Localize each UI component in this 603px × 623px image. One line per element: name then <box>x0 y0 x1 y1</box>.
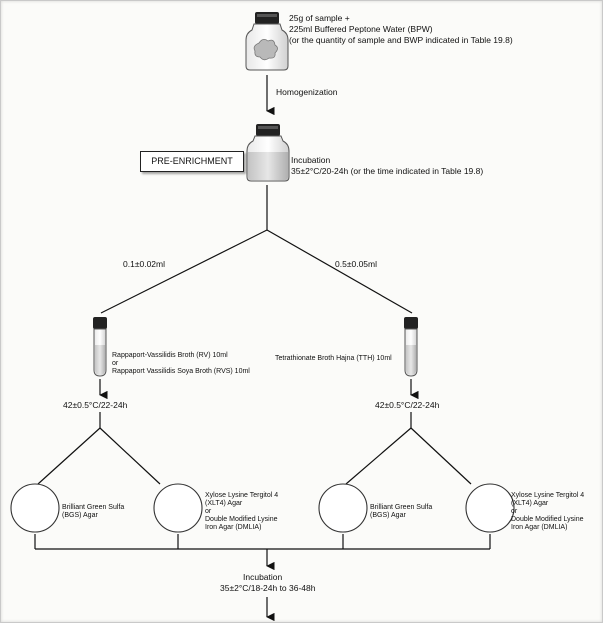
xlt4-right-line-2: (XLT4) Agar <box>511 500 549 507</box>
right-branch-a <box>345 427 412 485</box>
sample-line-2: 225ml Buffered Peptone Water (BPW) <box>289 24 433 34</box>
left-volume-label: 0.1±0.02ml <box>123 259 165 269</box>
tth-broth-label: Tetrathionate Broth Hajna (TTH) 10ml <box>275 355 392 362</box>
right-volume-label: 0.5±0.05ml <box>335 259 377 269</box>
pre-incubation-title: Incubation <box>291 155 331 165</box>
xlt4-right-line-3: or <box>511 508 518 515</box>
rv-broth-line-3: Rappaport Vassilidis Soya Broth (RVS) 10… <box>112 368 250 375</box>
xlt4-plate-right-icon <box>465 483 515 533</box>
xlt4-right-line-1: Xylose Lysine Tergitol 4 <box>511 492 585 499</box>
bgs-left-line-1: Brilliant Green Sulfa <box>62 504 125 511</box>
xlt4-right-line-5: Iron Agar (DMLIA) <box>511 524 568 531</box>
sample-line-1: 25g of sample + <box>289 13 350 23</box>
xlt4-right-line-4: Double Modified Lysine <box>511 516 584 523</box>
bgs-plate-right-icon <box>318 483 368 533</box>
bgs-right-line-2: (BGS) Agar <box>370 512 406 519</box>
bgs-left-line-2: (BGS) Agar <box>62 512 98 519</box>
sample-line-3: (or the quantity of sample and BWP indic… <box>289 35 513 45</box>
left-branch-b <box>99 427 161 485</box>
xlt4-left-line-3: or <box>205 508 212 515</box>
tth-tube-icon <box>404 317 418 377</box>
left-condition-label: 42±0.5°C/22-24h <box>63 400 128 410</box>
rv-broth-line-1: Rappaport-Vassilidis Broth (RV) 10ml <box>112 352 228 359</box>
split-line-left <box>100 229 268 314</box>
xlt4-left-line-2: (XLT4) Agar <box>205 500 243 507</box>
right-condition-label: 42±0.5°C/22-24h <box>375 400 440 410</box>
rv-broth-line-2: or <box>112 360 119 367</box>
xlt4-left-line-4: Double Modified Lysine <box>205 516 278 523</box>
bgs-plate-left-icon <box>10 483 60 533</box>
split-line-right <box>266 229 413 314</box>
homogenization-label: Homogenization <box>276 87 338 97</box>
pre-enrichment-label: PRE-ENRICHMENT <box>140 151 244 172</box>
xlt4-left-line-5: Iron Agar (DMLIA) <box>205 524 262 531</box>
sample-bottle-icon <box>245 12 289 71</box>
pre-incubation-detail: 35±2°C/20-24h (or the time indicated in … <box>291 166 484 176</box>
xlt4-left-line-1: Xylose Lysine Tergitol 4 <box>205 492 279 499</box>
rv-tube-icon <box>93 317 107 377</box>
bgs-right-line-1: Brilliant Green Sulfa <box>370 504 433 511</box>
xlt4-plate-left-icon <box>153 483 203 533</box>
final-incubation-detail: 35±2°C/18-24h to 36-48h <box>220 583 316 593</box>
right-branch-b <box>410 427 472 485</box>
final-incubation-title: Incubation <box>243 572 283 582</box>
pre-enrichment-bottle-icon <box>246 124 290 182</box>
left-branch-a <box>37 427 101 485</box>
